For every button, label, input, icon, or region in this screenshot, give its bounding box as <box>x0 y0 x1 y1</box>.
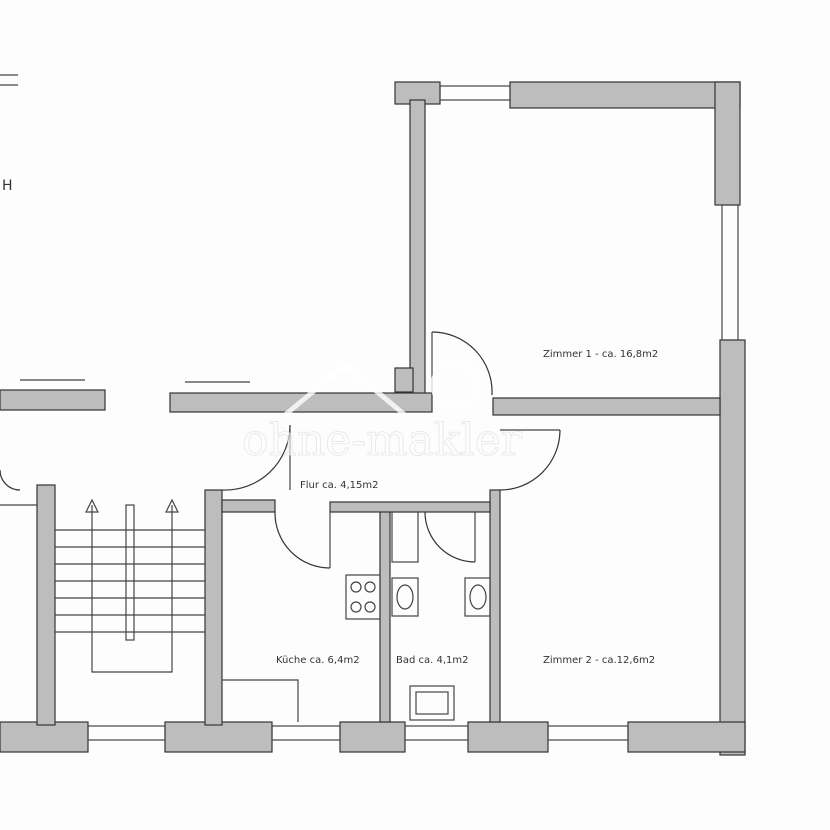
stove-icon <box>345 574 381 620</box>
sink-icon <box>391 577 419 617</box>
doors <box>0 331 561 569</box>
label-zimmer-1: Zimmer 1 - ca. 16,8m2 <box>543 349 658 360</box>
label-bad: Bad ca. 4,1m2 <box>396 655 469 666</box>
walls <box>0 81 746 756</box>
windows <box>0 74 739 741</box>
label-zimmer-2: Zimmer 2 - ca.12,6m2 <box>543 655 655 666</box>
edge-text: H <box>2 178 13 194</box>
watermark-text: ohne-makler <box>242 415 523 466</box>
watermark-logo: ohne-makler <box>242 360 523 467</box>
toilet-icon <box>391 511 419 563</box>
label-kueche: Küche ca. 6,4m2 <box>276 655 360 666</box>
label-flur: Flur ca. 4,15m2 <box>300 480 379 491</box>
washbasin-icon <box>409 685 455 721</box>
fixtures <box>222 511 491 722</box>
stairs <box>0 498 205 673</box>
